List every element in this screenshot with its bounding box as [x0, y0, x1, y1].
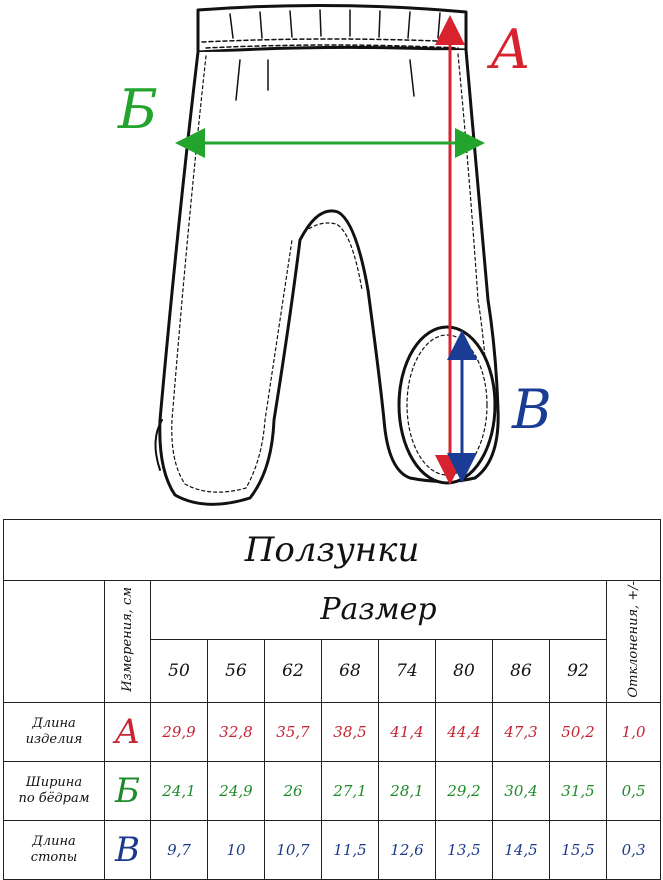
value-cell: 44,4 [435, 701, 493, 762]
pants-illustration: А Б В [117, 3, 552, 506]
value-cell: 29,2 [435, 760, 493, 821]
row-letter: Б [104, 760, 151, 821]
tolerance-cell: 1,0 [605, 701, 662, 762]
size-92: 92 [549, 638, 607, 703]
value-cell: 26 [264, 760, 322, 821]
value-cell: 28,1 [378, 760, 436, 821]
size-86: 86 [492, 638, 550, 703]
value-cell: 9,7 [150, 819, 208, 880]
size-50: 50 [150, 638, 208, 703]
row-label-line2: по бёдрам [18, 790, 90, 806]
size-62: 62 [264, 638, 322, 703]
size-74: 74 [378, 638, 436, 703]
pants-outline [154, 3, 500, 506]
row-label-line2: изделия [25, 731, 83, 747]
tolerance-header: Отклонения, +/- [605, 580, 662, 703]
row-label: Ширина по бёдрам [3, 760, 105, 821]
value-cell: 12,6 [378, 819, 436, 880]
row-letter: В [104, 819, 151, 880]
value-cell: 11,5 [321, 819, 379, 880]
value-cell: 38,5 [321, 701, 379, 762]
value-cell: 14,5 [492, 819, 550, 880]
size-header: Размер [150, 580, 607, 640]
value-cell: 13,5 [435, 819, 493, 880]
row-label-line1: Длина [32, 833, 76, 849]
value-cell: 29,9 [150, 701, 208, 762]
table-row: Ширина по бёдрам Б 24,1 24,9 26 27,1 28,… [3, 760, 662, 821]
value-cell: 24,1 [150, 760, 208, 821]
table-title: Ползунки [2, 519, 662, 581]
tolerance-header-text: Отклонения, +/- [626, 581, 642, 698]
size-68: 68 [321, 638, 379, 703]
value-cell: 15,5 [549, 819, 607, 880]
row-label: Длина стопы [3, 819, 105, 880]
table-row: Длина изделия А 29,9 32,8 35,7 38,5 41,4… [3, 701, 662, 762]
value-cell: 47,3 [492, 701, 550, 762]
value-cell: 41,4 [378, 701, 436, 762]
value-cell: 10,7 [264, 819, 322, 880]
size-table: Ползунки Измерения, см Размер Отклонения… [2, 519, 662, 880]
row-label-line2: стопы [30, 849, 78, 865]
tolerance-cell: 0,5 [605, 760, 662, 821]
value-cell: 27,1 [321, 760, 379, 821]
value-cell: 32,8 [207, 701, 265, 762]
size-56: 56 [207, 638, 265, 703]
size-80: 80 [435, 638, 493, 703]
value-cell: 50,2 [549, 701, 607, 762]
value-cell: 24,9 [207, 760, 265, 821]
value-cell: 31,5 [549, 760, 607, 821]
label-a: А [486, 18, 531, 81]
value-cell: 35,7 [264, 701, 322, 762]
value-cell: 30,4 [492, 760, 550, 821]
value-cell: 10 [207, 819, 265, 880]
row-letter: А [104, 701, 151, 762]
corner-cell [3, 580, 105, 703]
row-label-line1: Длина [32, 715, 76, 731]
label-v: В [511, 378, 552, 441]
measure-header-text: Измерения, см [120, 586, 135, 692]
table-row: Длина стопы В 9,7 10 10,7 11,5 12,6 13,5… [3, 819, 662, 880]
measure-header: Измерения, см [104, 580, 151, 703]
label-b: Б [117, 78, 158, 141]
row-label-line1: Ширина [25, 774, 83, 790]
row-label: Длина изделия [3, 701, 105, 762]
tolerance-cell: 0,3 [605, 819, 662, 880]
